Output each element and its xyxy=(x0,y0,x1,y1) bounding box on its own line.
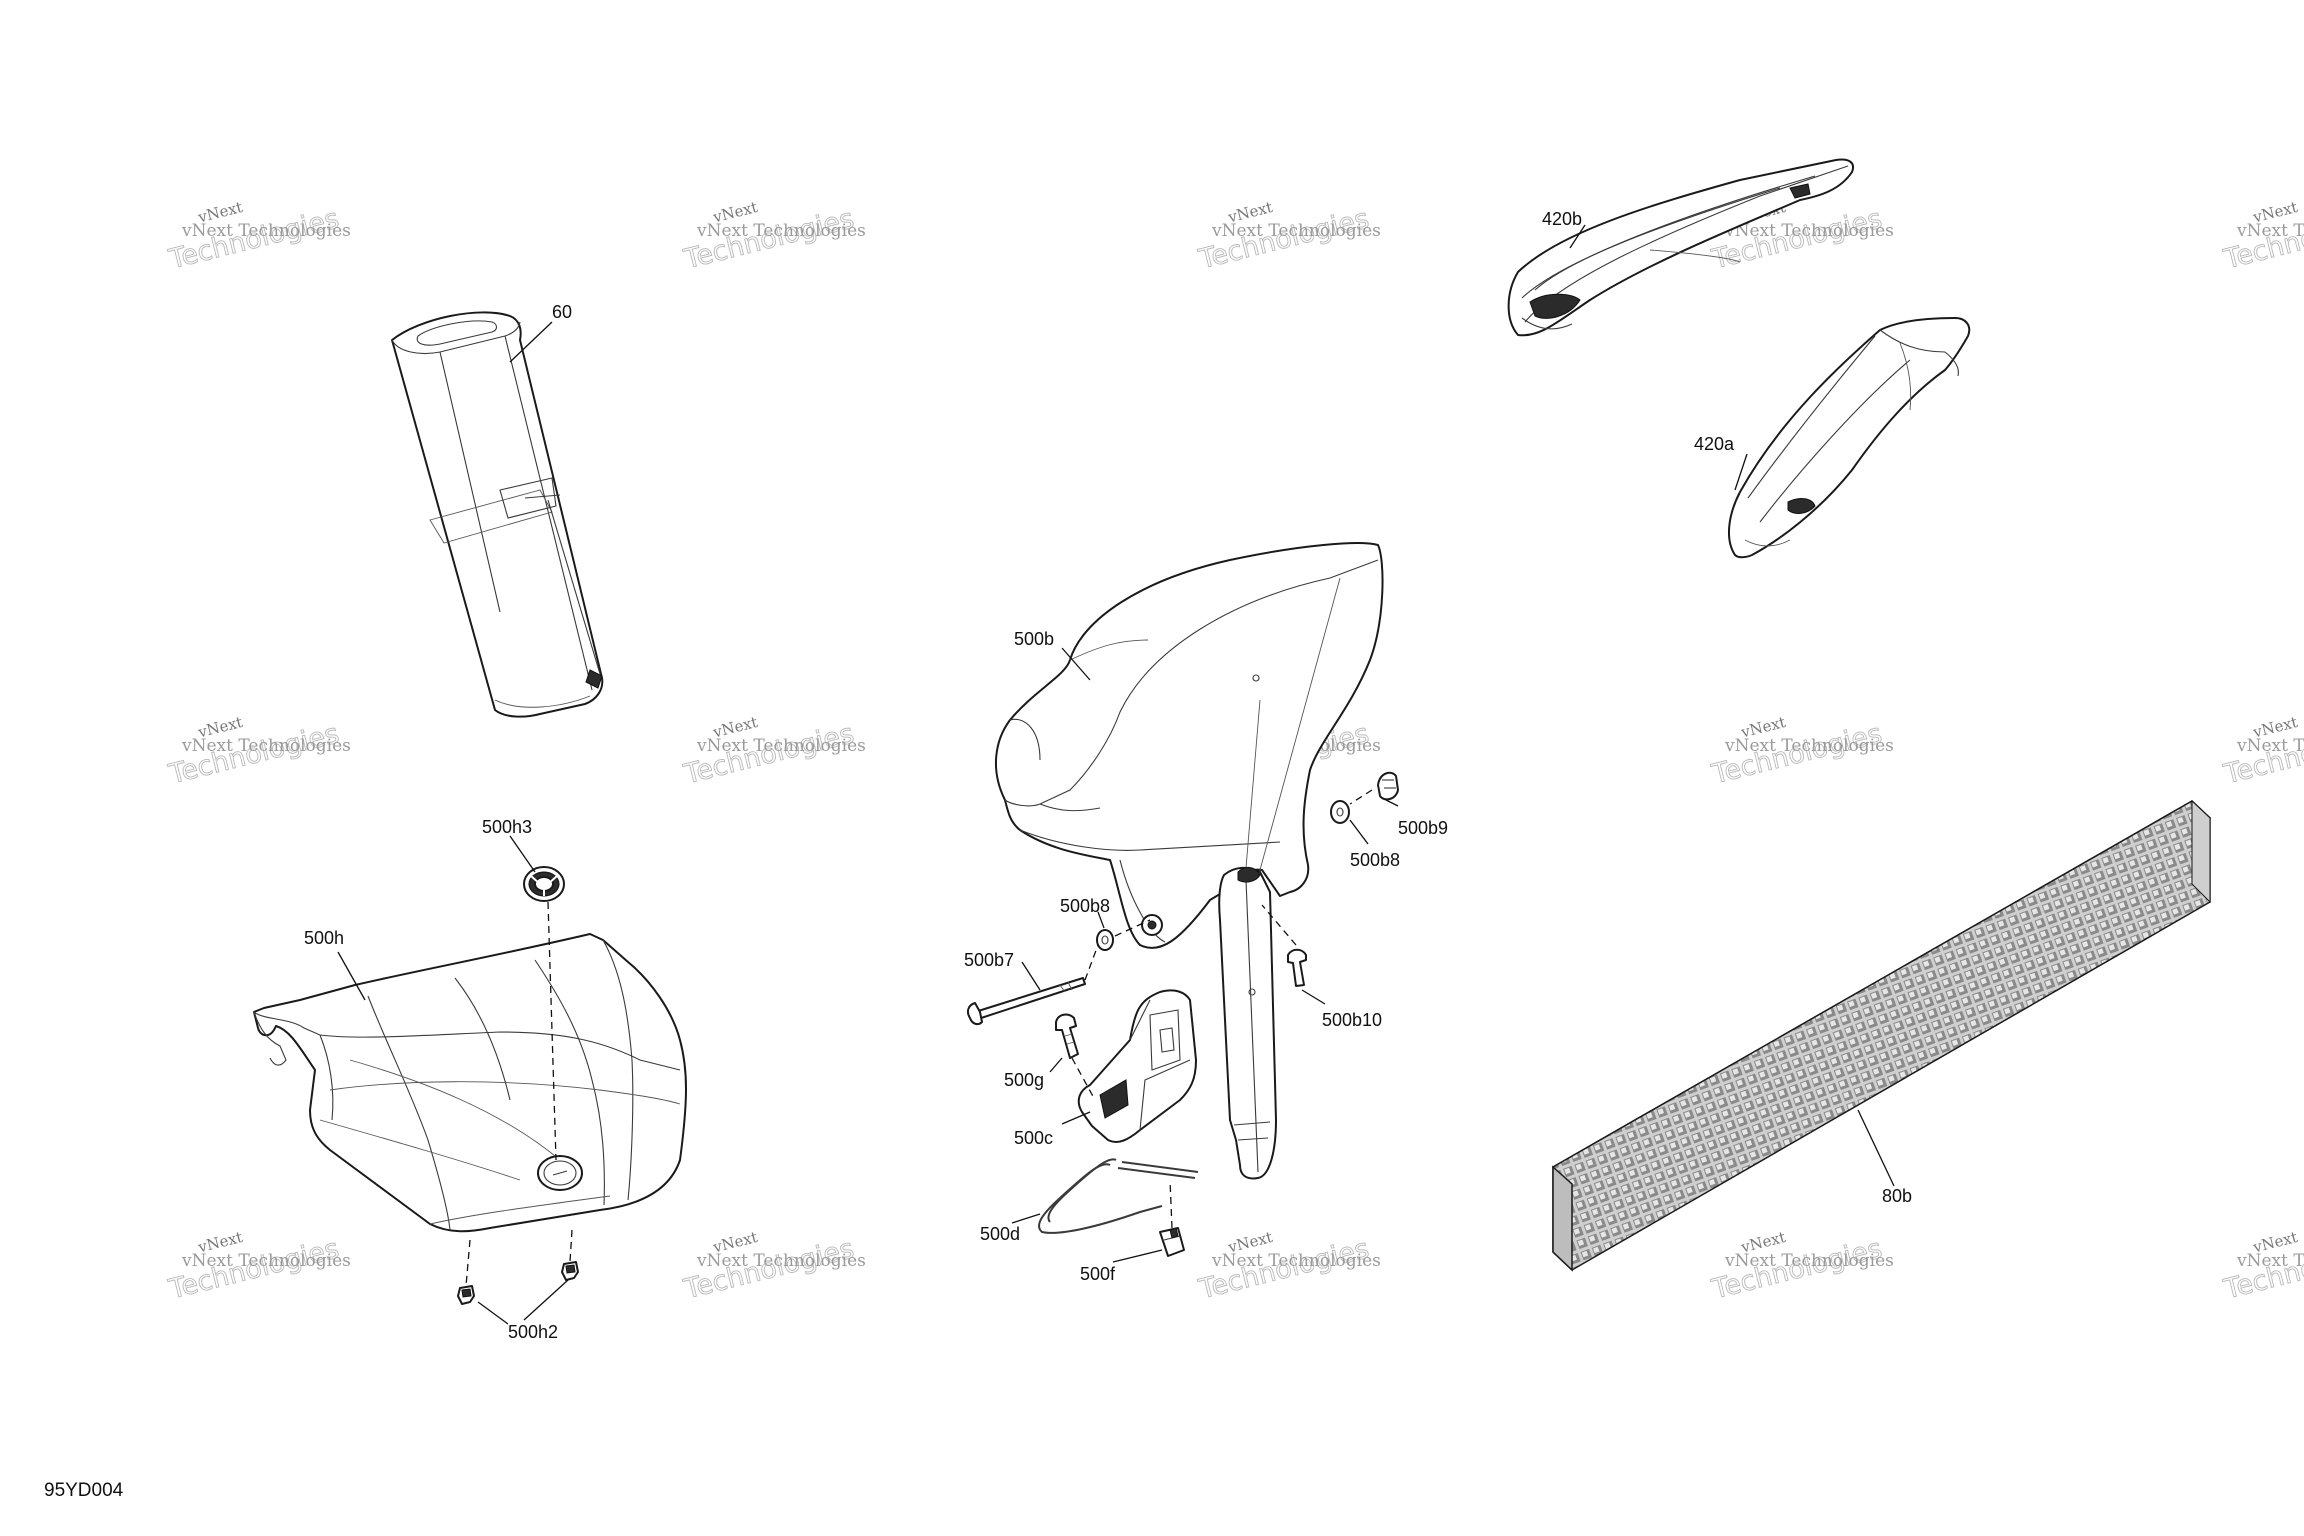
svg-text:vNext Technologies: vNext Technologies xyxy=(696,1251,866,1271)
callout-labels: 60 420b 420a 500b 500b9 500b8 500b8 500b… xyxy=(304,209,1912,1342)
watermark: Technologies vNext vNext Technologies xyxy=(1195,198,1381,276)
label-500f: 500f xyxy=(1080,1264,1116,1284)
svg-text:vNext Technologies: vNext Technologies xyxy=(181,736,351,756)
svg-text:vNext Technologies: vNext Technologies xyxy=(181,1251,351,1271)
svg-text:vNext Technologies: vNext Technologies xyxy=(1724,221,1894,241)
label-500h: 500h xyxy=(304,928,344,948)
part-500b9-nut xyxy=(1377,771,1399,801)
part-500h-cover xyxy=(253,933,687,1233)
watermark: Technologies vNext vNext Technologies xyxy=(165,1228,351,1306)
part-500b8-washer-right xyxy=(1330,800,1350,824)
part-500h3-grommet xyxy=(523,866,565,902)
label-500b8-left: 500b8 xyxy=(1060,896,1110,916)
part-500b8-washer-left xyxy=(1096,929,1114,951)
part-500b10-bolt xyxy=(1287,948,1307,987)
part-500f-clip xyxy=(1159,1227,1185,1257)
svg-text:vNext Technologies: vNext Technologies xyxy=(1724,1251,1894,1271)
label-60: 60 xyxy=(552,302,572,322)
label-500d: 500d xyxy=(980,1224,1020,1244)
watermark: Technologies vNext vNext Technologies xyxy=(1708,1228,1894,1306)
leader-lines xyxy=(337,224,1895,1325)
part-80b-foam-strip xyxy=(1551,799,2212,1272)
part-500c-mount-bracket xyxy=(1077,989,1197,1143)
svg-text:vNext Technologies: vNext Technologies xyxy=(2236,221,2304,241)
svg-text:vNext Technologies: vNext Technologies xyxy=(2236,736,2304,756)
label-420b: 420b xyxy=(1542,209,1582,229)
label-500b10: 500b10 xyxy=(1322,1010,1382,1030)
svg-text:vNext Technologies: vNext Technologies xyxy=(2236,1251,2304,1271)
svg-text:vNext Technologies: vNext Technologies xyxy=(181,221,351,241)
part-500b7-long-bolt xyxy=(966,977,1086,1026)
drawing-code: 95YD004 xyxy=(44,1480,124,1501)
watermark: Technologies vNext vNext Technologies xyxy=(165,713,351,791)
watermark: Technologies vNext vNext Technologies xyxy=(2220,1228,2304,1306)
svg-text:vNext Technologies: vNext Technologies xyxy=(696,221,866,241)
svg-text:vNext Technologies: vNext Technologies xyxy=(696,736,866,756)
part-500b-bracket xyxy=(1218,866,1277,1180)
watermark: Technologies vNext vNext Technologies xyxy=(1708,713,1894,791)
svg-text:vNext Technologies: vNext Technologies xyxy=(1211,1251,1381,1271)
part-500h2-plug-left xyxy=(457,1285,475,1305)
part-420a-grab-handle xyxy=(1728,317,1971,559)
label-80b: 80b xyxy=(1882,1186,1912,1206)
watermark: Technologies vNext vNext Technologies xyxy=(165,198,351,276)
label-500b: 500b xyxy=(1014,629,1054,649)
part-420b-grab-handle xyxy=(1507,158,1854,337)
svg-text:vNext Technologies: vNext Technologies xyxy=(1724,736,1894,756)
label-500h2: 500h2 xyxy=(508,1322,558,1342)
label-500h3: 500h3 xyxy=(482,817,532,837)
watermark: Technologies vNext vNext Technologies xyxy=(2220,713,2304,791)
part-500h2-plug-right xyxy=(561,1261,579,1281)
watermark: Technologies vNext vNext Technologies xyxy=(1195,1228,1381,1306)
part-500b-backrest xyxy=(994,542,1384,949)
part-60-cylinder-pad xyxy=(391,311,604,718)
watermark: Technologies vNext vNext Technologies xyxy=(680,198,866,276)
part-500d-wire-clip xyxy=(1038,1158,1199,1234)
part-500g-screw xyxy=(1055,1013,1079,1059)
watermark: Technologies vNext vNext Technologies xyxy=(680,1228,866,1306)
label-500b9: 500b9 xyxy=(1398,818,1448,838)
label-500g: 500g xyxy=(1004,1070,1044,1090)
label-420a: 420a xyxy=(1694,434,1735,454)
svg-text:vNext Technologies: vNext Technologies xyxy=(1211,221,1381,241)
label-500c: 500c xyxy=(1014,1128,1053,1148)
label-500b8-right: 500b8 xyxy=(1350,850,1400,870)
watermark: Technologies vNext vNext Technologies xyxy=(680,713,866,791)
label-500b7: 500b7 xyxy=(964,950,1014,970)
watermark: Technologies vNext vNext Technologies xyxy=(2220,198,2304,276)
